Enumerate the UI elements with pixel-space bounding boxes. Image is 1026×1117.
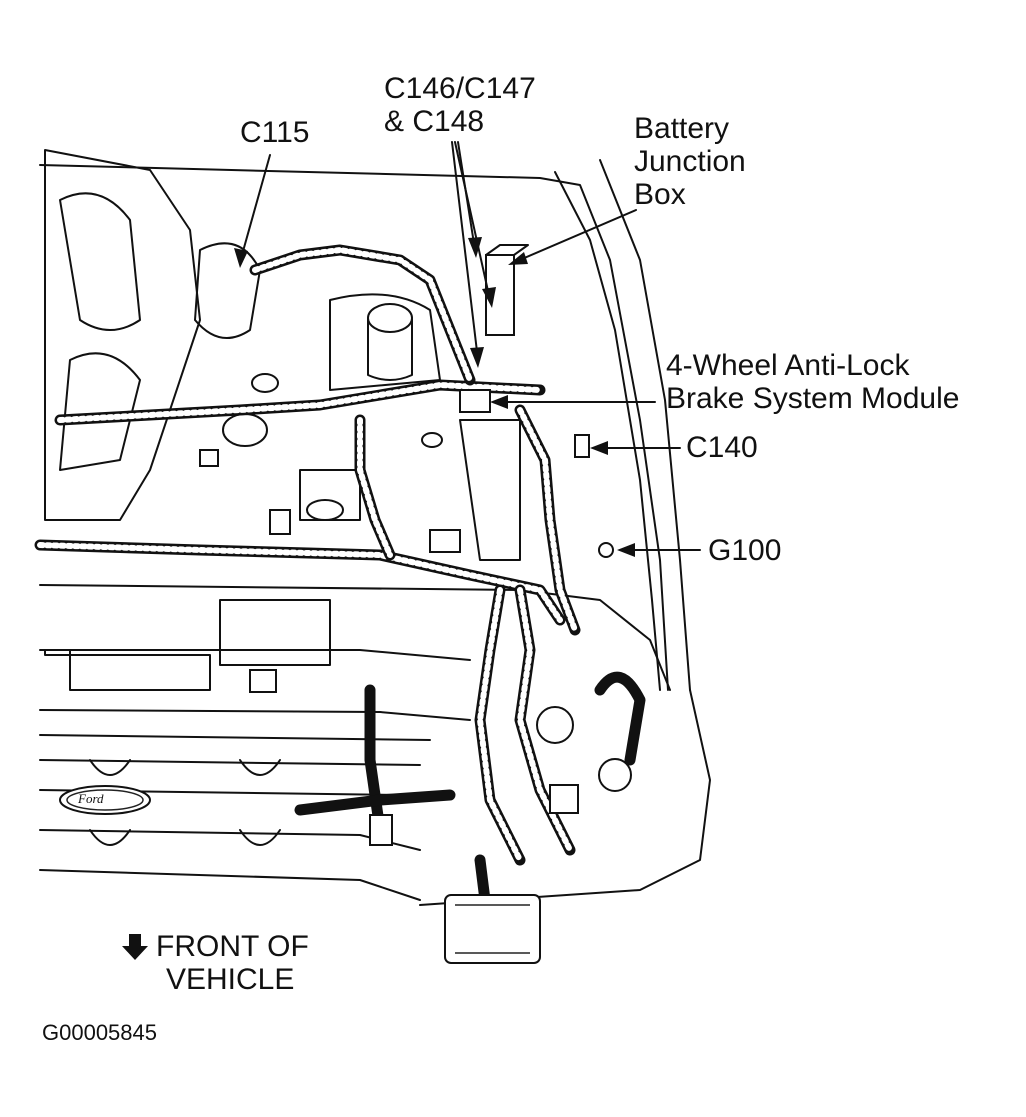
label-battery-junction-box: Battery Junction Box	[634, 112, 746, 211]
front-bumper	[39, 584, 671, 901]
label-c140: C140	[686, 431, 758, 464]
leader-lines	[234, 141, 701, 557]
label-c146-c147-c148: C146/C147 & C148	[384, 72, 536, 138]
engine-block	[44, 149, 521, 561]
label-g100: G100	[708, 534, 782, 567]
components	[199, 244, 632, 964]
label-abs-module: 4-Wheel Anti-Lock Brake System Module	[666, 349, 960, 415]
label-c115: C115	[240, 116, 310, 149]
ford-badge	[59, 785, 151, 815]
ford-badge-text: Ford	[78, 791, 104, 806]
fender-outline	[39, 159, 711, 906]
label-front-of-vehicle: FRONT OF VEHICLE	[120, 930, 309, 996]
figure-id: G00005845	[42, 1020, 157, 1045]
arrow-head	[234, 248, 248, 268]
arrow-down-icon	[122, 933, 148, 960]
